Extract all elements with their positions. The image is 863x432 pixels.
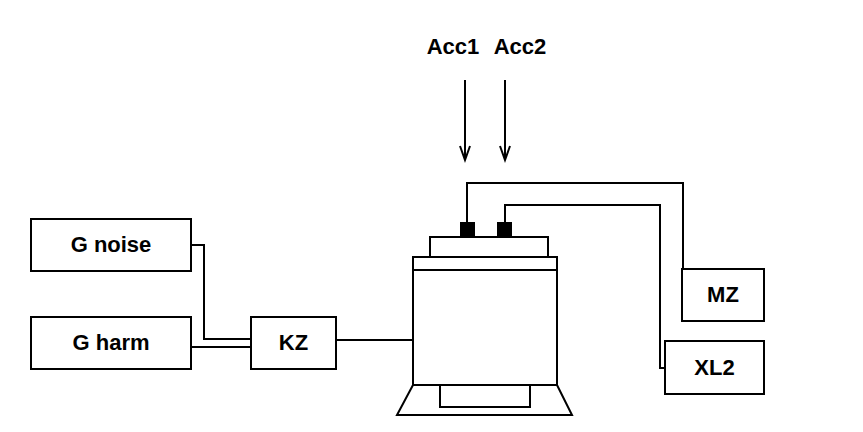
pointer-arrow (504, 80, 506, 158)
shaker-foot (440, 385, 530, 407)
shaker-body (413, 257, 557, 385)
signal-wire (192, 346, 250, 348)
device-box: XL2 (664, 340, 765, 395)
pointer-arrow (464, 80, 466, 158)
device-box: MZ (681, 268, 765, 322)
device-name: G harm (72, 330, 149, 356)
pointer-arrowhead (500, 146, 510, 160)
sensor-wire (467, 183, 683, 280)
device-box: G noise (30, 218, 192, 272)
shaker-lid-line (413, 269, 557, 271)
sensor-wire (505, 205, 664, 368)
device-name: KZ (279, 330, 308, 356)
sensor-label: Acc1 (427, 34, 480, 60)
device-name: XL2 (694, 355, 734, 381)
shaker-base (397, 385, 572, 415)
device-box: KZ (250, 316, 337, 370)
accelerometer (460, 222, 475, 237)
pointer-arrowhead (460, 146, 470, 160)
device-name: MZ (707, 282, 739, 308)
mounting-plate (430, 237, 548, 257)
accelerometer (497, 222, 512, 237)
amplifier-wire (337, 339, 413, 341)
device-name: G noise (71, 232, 152, 258)
device-box: G harm (30, 316, 192, 370)
sensor-label: Acc2 (494, 34, 547, 60)
signal-wire (192, 245, 250, 339)
